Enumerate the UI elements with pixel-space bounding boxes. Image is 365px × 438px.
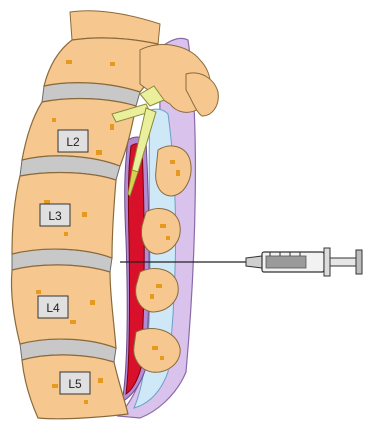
label-l4: L4 — [38, 296, 68, 318]
label-l2-text: L2 — [66, 135, 80, 149]
syringe-icon — [246, 248, 362, 276]
label-l3: L3 — [40, 204, 70, 226]
label-l2: L2 — [58, 130, 88, 152]
label-l5: L5 — [60, 372, 90, 394]
label-l4-text: L4 — [46, 301, 60, 315]
label-l3-text: L3 — [48, 209, 62, 223]
label-l5-text: L5 — [68, 377, 82, 391]
